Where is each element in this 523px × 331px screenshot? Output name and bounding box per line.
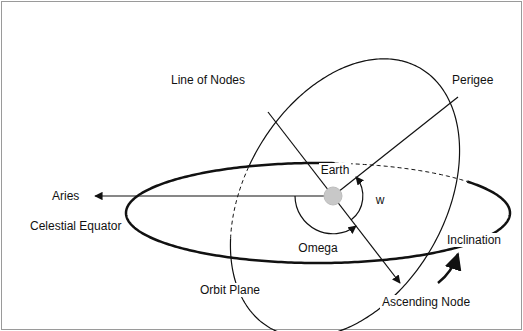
perigee-label: Perigee [450,73,495,87]
aries-arrow [95,195,325,196]
inclination-label: Inclination [445,233,503,247]
w-label: w [374,193,387,207]
outline-segment [467,182,510,213]
w-arc [351,177,363,220]
celestial-equator-label: Celestial Equator [28,219,123,233]
orbit-plane-label: Orbit Plane [198,283,262,297]
outline-segment [249,59,420,167]
celestial-equator [126,163,510,263]
earth-label: Earth [319,163,352,177]
earth-circle [324,187,342,205]
outline-segment [230,68,459,331]
line-of-nodes [268,112,400,283]
outline-segment [231,167,249,239]
inclination-arc [438,254,458,283]
line-of-nodes-label: Line of Nodes [169,73,247,87]
perigee-line [333,97,458,196]
orbit-plane [230,59,459,331]
outline-segment [126,163,510,263]
aries-label: Aries [50,189,81,203]
ascending-node-label: Ascending Node [380,295,472,309]
omega-label: Omega [296,241,339,255]
